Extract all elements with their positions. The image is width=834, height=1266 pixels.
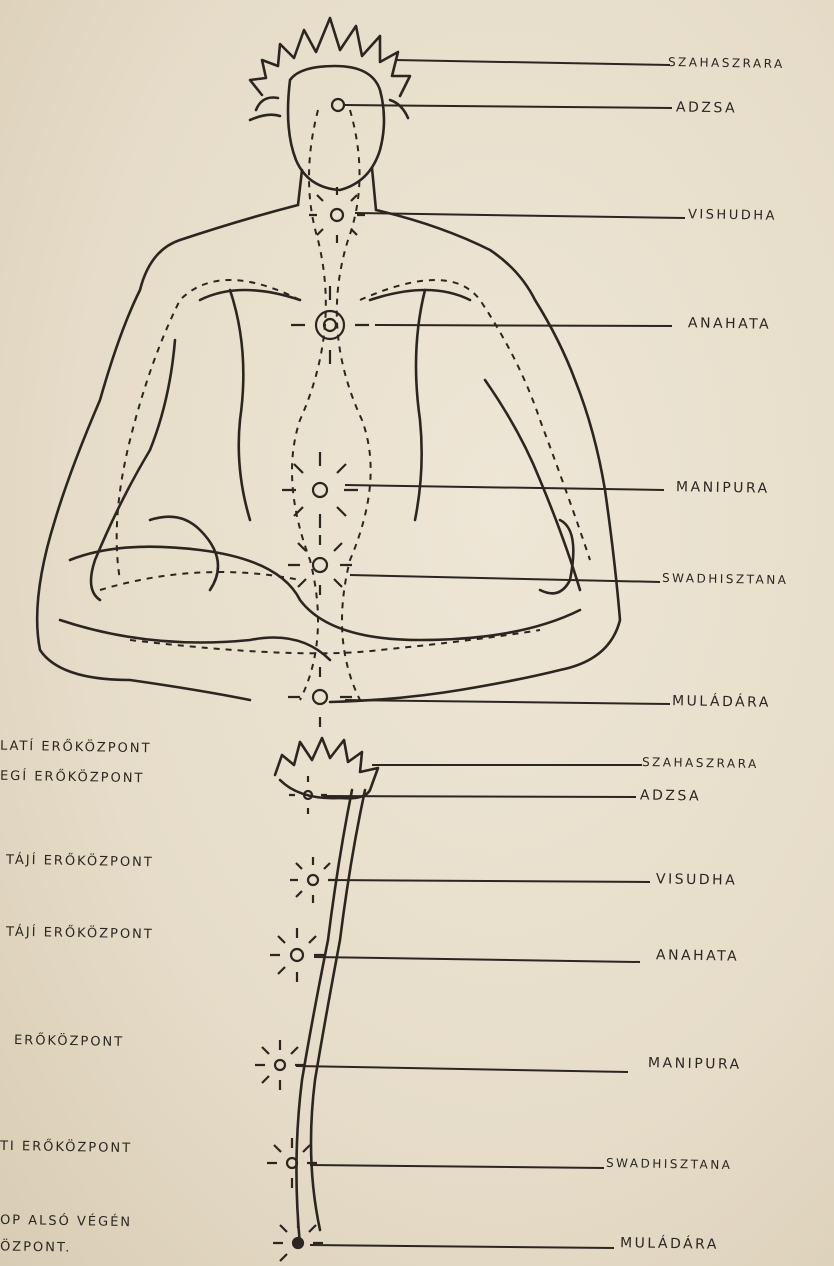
note-line-7b: ÖZPONT. bbox=[0, 1239, 72, 1255]
label-upper-swadhisztana: SWADHISZTANA bbox=[662, 571, 789, 587]
note-line-1: LATÍ ERŐKÖZPONT bbox=[0, 739, 152, 757]
label-upper-vishudha: VISHUDHA bbox=[688, 207, 777, 224]
chakra-muladara-lower bbox=[273, 1218, 323, 1261]
note-line-5: ERŐKÖZPONT bbox=[14, 1033, 124, 1050]
label-lower-manipura: MANIPURA bbox=[648, 1055, 742, 1073]
label-upper-manipura: MANIPURA bbox=[676, 479, 770, 497]
chakra-vishudha-upper bbox=[309, 187, 365, 243]
note-line-3: TÁJÍ ERŐKÖZPONT bbox=[6, 853, 154, 871]
chakra-swadhisztana-lower bbox=[267, 1138, 317, 1188]
label-lower-szahaszrara: SZAHASZRARA bbox=[642, 755, 759, 771]
label-upper-adzsa: ADZSA bbox=[676, 99, 737, 116]
spine-outline bbox=[296, 790, 365, 1245]
label-lower-adzsa: ADZSA bbox=[640, 787, 701, 804]
chakra-anahata-upper bbox=[291, 286, 369, 364]
crown-lotus-lower bbox=[275, 738, 378, 798]
label-upper-szahaszrara: SZAHASZRARA bbox=[668, 55, 785, 71]
label-lower-muladara: MULÁDÁRA bbox=[620, 1235, 719, 1253]
note-line-7a: OP ALSÓ VÉGÉN bbox=[0, 1213, 132, 1230]
chakra-anahata-lower bbox=[270, 928, 324, 982]
chakra-adzsa-upper bbox=[332, 99, 344, 111]
label-upper-muladara: MULÁDÁRA bbox=[672, 693, 771, 711]
chakra-muladara-upper bbox=[288, 667, 352, 727]
note-line-6: TI ERŐKÖZPONT bbox=[0, 1139, 132, 1156]
chakra-manipura-upper bbox=[282, 452, 358, 528]
note-line-4: TÁJÍ ERŐKÖZPONT bbox=[6, 925, 154, 943]
label-lower-visudha: VISUDHA bbox=[656, 871, 738, 888]
label-lower-anahata: ANAHATA bbox=[656, 947, 739, 964]
chakra-manipura-lower bbox=[255, 1040, 305, 1090]
label-lower-swadhisztana: SWADHISZTANA bbox=[606, 1156, 733, 1172]
note-line-2: EGÍ ERŐKÖZPONT bbox=[0, 769, 145, 787]
chakra-swadhisztana-upper bbox=[288, 535, 352, 595]
label-upper-anahata: ANAHATA bbox=[688, 315, 771, 332]
